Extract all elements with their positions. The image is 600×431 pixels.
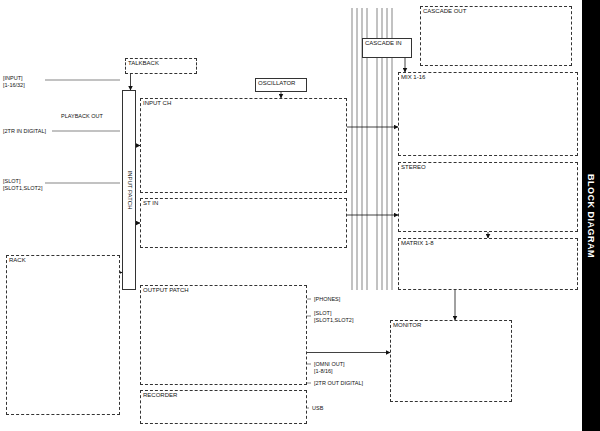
port-label: [SLOT1,SLOT2] xyxy=(313,317,354,324)
signal-connector xyxy=(130,74,131,90)
block-region: RACK xyxy=(6,255,120,415)
port-label: PLAYBACK OUT xyxy=(60,113,104,120)
block-label: MATRIX 1-8 xyxy=(399,239,577,248)
signal-connector xyxy=(455,290,456,320)
block-label: MIX 1-16 xyxy=(399,73,577,82)
port-label: [SLOT1,SLOT2] xyxy=(2,185,43,192)
block-label: CASCADE OUT xyxy=(421,7,571,16)
diagram-title: BLOCK DIAGRAM xyxy=(586,174,596,258)
signal-connector xyxy=(405,58,406,72)
signal-connector xyxy=(347,127,398,128)
block-label: ST IN xyxy=(141,199,346,208)
port-label: [2TR OUT DIGITAL] xyxy=(313,380,364,387)
port-label: USB xyxy=(311,405,324,412)
block-region: OUTPUT PATCH xyxy=(140,285,307,385)
block-region: STEREO xyxy=(398,162,578,232)
port-label: [OMNI OUT] xyxy=(313,361,346,368)
signal-connector xyxy=(307,352,390,353)
block-region: INPUT CH xyxy=(140,98,347,193)
block-region: TALKBACK xyxy=(125,58,197,74)
block-region: ST IN xyxy=(140,198,347,248)
block-label: OUTPUT PATCH xyxy=(141,286,306,295)
port-label: [1-16/32] xyxy=(2,82,26,89)
block-label: OSCILLATOR xyxy=(256,79,306,88)
port-label: [SLOT] xyxy=(2,178,21,185)
block-label: CASCADE IN xyxy=(363,39,411,48)
block-label: RECORDER xyxy=(141,391,306,400)
block-region: CASCADE OUT xyxy=(420,6,572,66)
block-label: RACK xyxy=(7,256,119,265)
block-label: INPUT PATCH xyxy=(126,170,133,209)
block-region: MIX 1-16 xyxy=(398,72,578,156)
port-label: [2TR IN DIGITAL] xyxy=(2,128,47,135)
port-label: [1-8/16] xyxy=(313,368,334,375)
block-label: STEREO xyxy=(399,163,577,172)
signal-connector xyxy=(347,215,398,216)
port-label: [PHONES] xyxy=(313,296,341,303)
block-region: CASCADE IN xyxy=(362,38,412,58)
block-region: MONITOR xyxy=(390,320,512,402)
block-label: TALKBACK xyxy=(126,59,196,68)
block-region: OSCILLATOR xyxy=(255,78,307,92)
block-region: RECORDER xyxy=(140,390,307,424)
title-band: BLOCK DIAGRAM xyxy=(582,0,600,431)
block-label: INPUT CH xyxy=(141,99,346,108)
block-region: INPUT PATCH xyxy=(122,90,136,290)
block-region: MATRIX 1-8 xyxy=(398,238,578,290)
port-label: [SLOT] xyxy=(313,310,332,317)
block-label: MONITOR xyxy=(391,321,511,330)
port-label: [INPUT] xyxy=(2,75,24,82)
